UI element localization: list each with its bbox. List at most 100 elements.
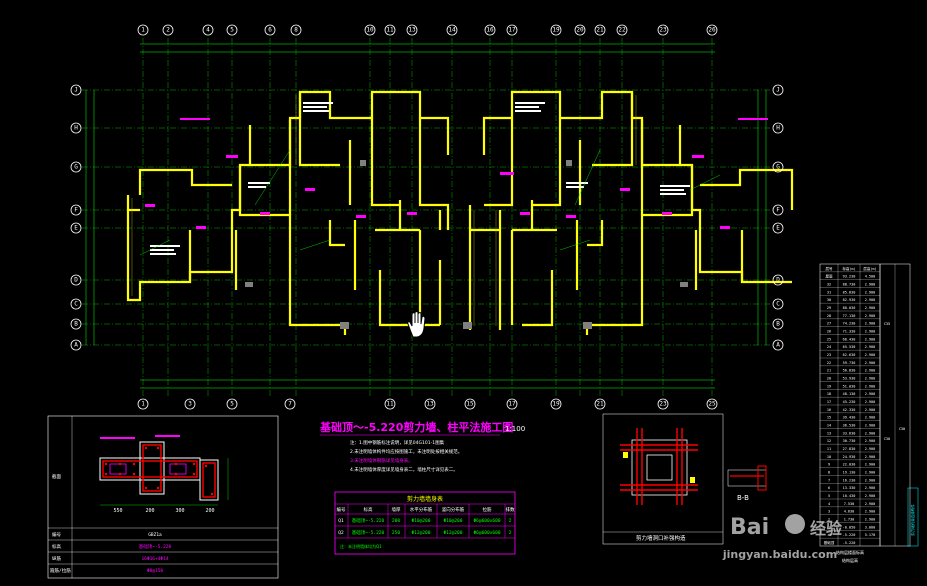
wall-table-note: 注：未注明墙体均为Q1 bbox=[340, 543, 382, 549]
level-cell-14-0: 19 bbox=[827, 384, 831, 388]
column-section-drawing: 550 200 300 200 bbox=[99, 435, 229, 514]
level-cell-15-1: 48.130 bbox=[843, 392, 856, 396]
axis-bottom-7: 7 bbox=[284, 398, 296, 410]
svg-text:6: 6 bbox=[268, 27, 272, 34]
level-cell-1-1: 88.730 bbox=[843, 283, 856, 287]
level-cell-23-2: 2.900 bbox=[865, 455, 876, 459]
paw-icon bbox=[785, 514, 805, 534]
level-cell-30-0: 3 bbox=[828, 510, 830, 514]
svg-text:A: A bbox=[776, 342, 780, 349]
component-tags bbox=[145, 118, 768, 229]
svg-text:4: 4 bbox=[206, 27, 210, 34]
level-cell-3-1: 82.930 bbox=[843, 298, 856, 302]
wall-header-4: 竖向分布筋 bbox=[442, 506, 465, 513]
svg-text:22: 22 bbox=[618, 27, 626, 34]
wall-table-title: 剪力墙墙身表 bbox=[407, 495, 443, 503]
axis-right-E: E bbox=[772, 222, 784, 234]
axis-left-A: A bbox=[70, 339, 82, 351]
svg-text:20: 20 bbox=[576, 27, 584, 34]
svg-text:G: G bbox=[776, 164, 780, 171]
svg-text:D: D bbox=[776, 277, 780, 284]
level-cell-19-0: 14 bbox=[827, 424, 831, 428]
vertical-grid-lines bbox=[142, 38, 713, 398]
axis-top-14: 14 bbox=[446, 24, 458, 36]
wall-header-1: 标高 bbox=[364, 506, 373, 513]
svg-text:15: 15 bbox=[466, 401, 474, 408]
axis-bottom-17: 17 bbox=[506, 398, 518, 410]
axis-bottom-5: 5 bbox=[226, 398, 238, 410]
axis-right-D: D bbox=[772, 274, 784, 286]
grade-mid: C30 bbox=[884, 437, 890, 441]
svg-text:19: 19 bbox=[552, 401, 560, 408]
axis-top-16: 16 bbox=[484, 24, 496, 36]
axis-top-8: 8 bbox=[290, 24, 302, 36]
watermark-brand: Bai bbox=[730, 515, 769, 540]
svg-text:C: C bbox=[74, 301, 78, 308]
general-notes: 注：1.图中钢筋标注说明，详见04G101-1图集 2.未注明墙体构件均应按图施… bbox=[350, 439, 462, 473]
level-cell-1-0: 32 bbox=[827, 283, 831, 287]
axis-top-1: 1 bbox=[137, 24, 149, 36]
svg-text:8: 8 bbox=[294, 27, 298, 34]
wall-cell-0-2: 200 bbox=[392, 518, 400, 524]
axis-left-B: B bbox=[70, 318, 82, 330]
axis-bottom-1: 1 bbox=[137, 398, 149, 410]
level-cell-11-0: 22 bbox=[827, 361, 831, 365]
svg-text:1: 1 bbox=[141, 401, 145, 408]
level-header-2: 层高(m) bbox=[863, 266, 876, 271]
level-cell-16-1: 45.230 bbox=[843, 400, 856, 404]
level-cell-32-0: 1 bbox=[828, 525, 830, 529]
grade-top: C35 bbox=[884, 322, 890, 326]
level-cell-20-0: 13 bbox=[827, 431, 831, 435]
pan-hand-cursor-icon[interactable] bbox=[407, 311, 426, 338]
opening-reinforcement-detail: B-B 剪力墙洞口补强构造 bbox=[602, 413, 767, 545]
level-cell-19-1: 36.530 bbox=[843, 424, 856, 428]
level-cell-2-1: 85.830 bbox=[843, 290, 856, 294]
level-cell-26-1: 16.230 bbox=[843, 478, 856, 482]
level-cell-31-0: 2 bbox=[828, 518, 830, 522]
axis-top-2: 2 bbox=[162, 24, 174, 36]
svg-text:B: B bbox=[776, 321, 780, 328]
level-cell-8-1: 68.430 bbox=[843, 337, 856, 341]
level-cell-22-0: 11 bbox=[827, 447, 831, 451]
level-cell-3-2: 2.900 bbox=[865, 298, 876, 302]
level-cell-8-2: 2.900 bbox=[865, 337, 876, 341]
wall-header-2: 墙厚 bbox=[392, 506, 401, 513]
svg-text:F: F bbox=[74, 207, 78, 214]
axis-top-21: 21 bbox=[594, 24, 606, 36]
level-cell-6-0: 27 bbox=[827, 322, 831, 326]
level-cell-7-1: 71.330 bbox=[843, 330, 856, 334]
drawing-title: 基础顶～-5.220剪力墙、柱平法施工图 bbox=[319, 420, 513, 434]
wall-cell-0-0: Q1 bbox=[338, 518, 344, 524]
level-cell-29-1: 7.530 bbox=[844, 502, 855, 506]
column-detail: 截面 编号 标高 纵筋 箍筋/拉筋 GBZ1a 基础顶~-5.220 16Φ16… bbox=[47, 415, 279, 579]
axis-right-B: B bbox=[772, 318, 784, 330]
level-cell-6-2: 2.900 bbox=[865, 322, 876, 326]
axis-top-19: 19 bbox=[550, 24, 562, 36]
wall-cell-1-5: Φ6@600x600 bbox=[473, 530, 500, 536]
axis-right-A: A bbox=[772, 339, 784, 351]
level-cell-18-0: 15 bbox=[827, 416, 831, 420]
svg-text:21: 21 bbox=[596, 401, 604, 408]
wall-cell-1-4: Φ12@200 bbox=[444, 530, 463, 536]
svg-text:19: 19 bbox=[552, 27, 560, 34]
level-cell-13-0: 20 bbox=[827, 377, 831, 381]
level-cell-16-2: 2.900 bbox=[865, 400, 876, 404]
svg-text:17: 17 bbox=[508, 27, 516, 34]
level-cell-0-1: 93.230 bbox=[843, 275, 856, 279]
level-cell-17-1: 42.330 bbox=[843, 408, 856, 412]
svg-text:3: 3 bbox=[188, 401, 192, 408]
axis-top-4: 4 bbox=[202, 24, 214, 36]
svg-text:23: 23 bbox=[659, 27, 667, 34]
axis-bottom-23: 23 bbox=[657, 398, 669, 410]
grade-right: C30 bbox=[899, 427, 905, 431]
level-cell-17-0: 16 bbox=[827, 408, 831, 412]
wall-header-6: 排数 bbox=[506, 506, 515, 513]
svg-text:17: 17 bbox=[508, 401, 516, 408]
level-cell-4-1: 80.030 bbox=[843, 306, 856, 310]
dim-1: 550 bbox=[113, 508, 122, 514]
